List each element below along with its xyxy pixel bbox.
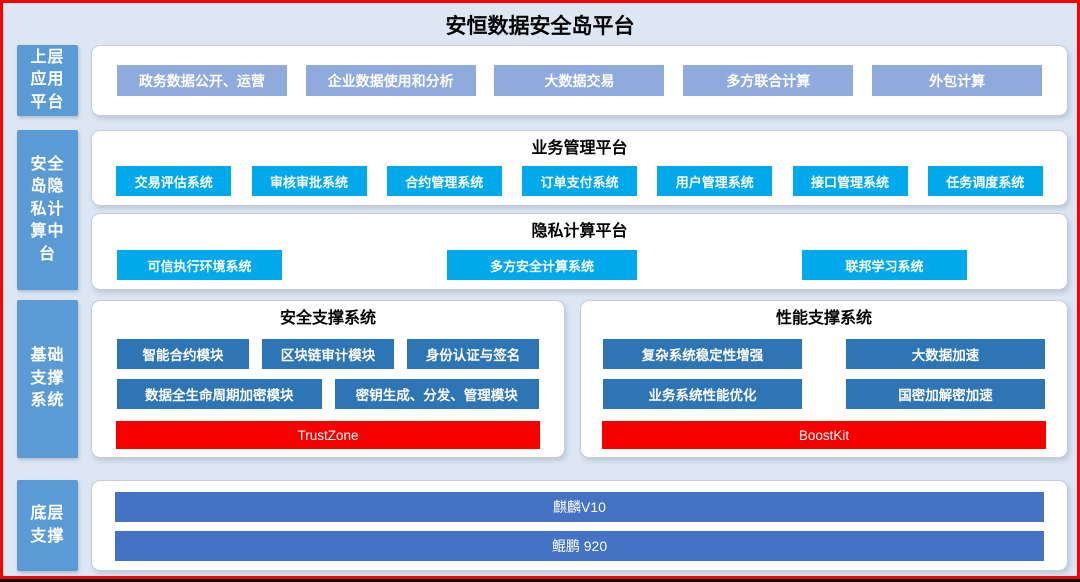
system-box: 接口管理系统: [792, 166, 908, 196]
system-box: 合约管理系统: [386, 166, 502, 196]
module-box: 密钥生成、分发、管理模块: [334, 379, 539, 409]
module-box: 业务系统性能优化: [603, 379, 802, 409]
app-box: 多方联合计算: [683, 65, 854, 96]
layer-label-bottom-support: 底层支撑: [17, 480, 78, 571]
layer-label-privacy-middle-platform: 安全岛隐私计算中台: [17, 130, 78, 290]
panel-title: 业务管理平台: [531, 140, 628, 157]
layer-label-upper-application: 上层应用平台: [17, 45, 78, 116]
panel-title: 性能支撑系统: [775, 310, 872, 327]
panel-title: 隐私计算平台: [531, 223, 628, 240]
panel-title: 安全支撑系统: [279, 310, 376, 327]
app-box: 大数据交易: [494, 65, 665, 96]
module-box: 大数据加速: [846, 339, 1045, 369]
system-box: 交易评估系统: [116, 166, 232, 196]
module-box: 国密加解密加速: [846, 379, 1045, 409]
page-title: 安恒数据安全岛平台: [445, 15, 635, 38]
boostkit-highlight-bar: BoostKit: [602, 421, 1046, 449]
module-box: 身份认证与签名: [407, 339, 539, 369]
app-box: 政务数据公开、运营: [116, 65, 287, 96]
layer-label-text: 上层应用平台: [30, 48, 65, 111]
layer-label-text: 基础支撑系统: [30, 347, 65, 410]
layer-label-foundation-support: 基础支撑系统: [17, 300, 78, 458]
system-box: 多方安全计算系统: [447, 250, 637, 280]
kylin-os-bar: 麒麟V10: [115, 492, 1044, 522]
kunpeng-cpu-bar: 鲲鹏 920: [115, 531, 1044, 561]
system-box: 订单支付系统: [522, 166, 637, 196]
layer-label-text: 安全岛隐私计算中台: [30, 156, 65, 263]
performance-support-panel: 性能支撑系统 复杂系统稳定性增强 大数据加速 业务系统性能优化 国密加解密加速 …: [580, 300, 1068, 458]
app-box: 企业数据使用和分析: [305, 65, 476, 96]
app-box: 外包计算: [872, 65, 1043, 96]
module-box: 区块链审计模块: [262, 339, 394, 369]
module-box: 复杂系统稳定性增强: [603, 339, 802, 369]
system-box: 联邦学习系统: [802, 250, 967, 280]
business-management-panel: 业务管理平台 交易评估系统 审核审批系统 合约管理系统 订单支付系统 用户管理系…: [91, 130, 1068, 206]
system-box: 审核审批系统: [251, 166, 367, 196]
privacy-computing-panel: 隐私计算平台 可信执行环境系统 多方安全计算系统 联邦学习系统: [91, 213, 1068, 290]
system-box: 用户管理系统: [657, 166, 773, 196]
module-box: 智能合约模块: [117, 339, 249, 369]
module-box: 数据全生命周期加密模块: [117, 379, 322, 409]
layer-label-text: 底层支撑: [30, 505, 65, 545]
security-support-panel: 安全支撑系统 智能合约模块 区块链审计模块 身份认证与签名 数据全生命周期加密模…: [91, 300, 565, 458]
upper-applications-panel: 政务数据公开、运营 企业数据使用和分析 大数据交易 多方联合计算 外包计算: [91, 45, 1068, 116]
system-box: 可信执行环境系统: [117, 250, 282, 280]
base-support-panel: 麒麟V10 鲲鹏 920: [91, 480, 1068, 571]
trustzone-highlight-bar: TrustZone: [116, 421, 540, 449]
system-box: 任务调度系统: [927, 166, 1043, 196]
